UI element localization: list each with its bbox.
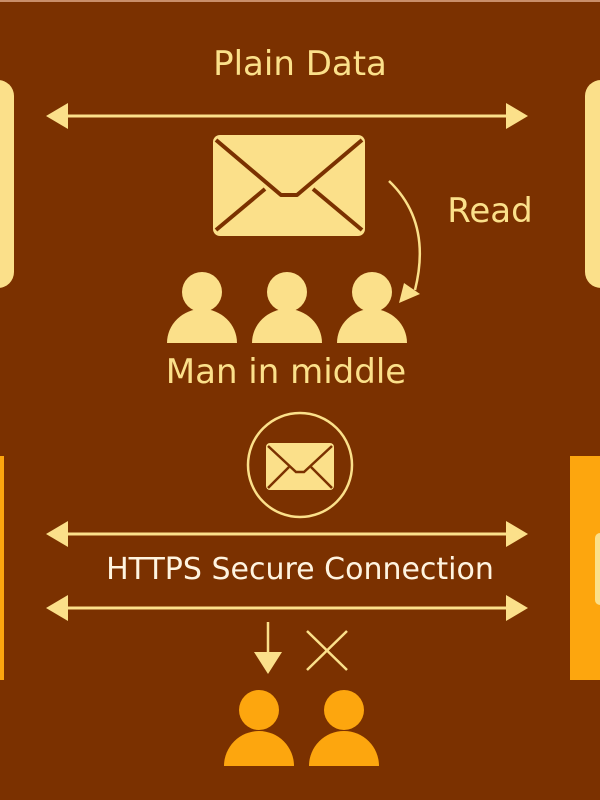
mitm-people-icon	[167, 272, 407, 343]
right-device-top	[585, 80, 600, 288]
right-device-bottom-inner	[595, 533, 600, 605]
left-device-bottom	[0, 456, 4, 680]
envelope-in-circle-icon	[246, 411, 354, 519]
left-device-top	[0, 80, 14, 288]
plain-data-label: Plain Data	[213, 44, 387, 84]
man-in-middle-label: Man in middle	[165, 352, 407, 392]
plain-data-arrow-icon	[46, 103, 528, 129]
x-mark-icon	[306, 630, 348, 671]
https-top-arrow-icon	[46, 521, 528, 547]
read-label: Read	[447, 191, 533, 231]
read-arrow-icon	[388, 180, 421, 303]
down-arrow-icon	[254, 622, 282, 674]
envelope-icon	[213, 135, 365, 236]
https-label: HTTPS Secure Connection	[106, 552, 494, 587]
top-border	[0, 0, 600, 2]
https-bottom-arrow-icon	[46, 595, 528, 621]
recipient-people-icon	[224, 690, 379, 766]
